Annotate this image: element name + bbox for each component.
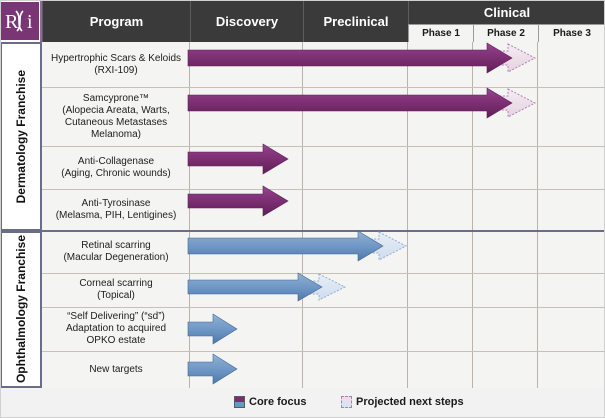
row-divider: [42, 307, 605, 308]
svg-text:i: i: [27, 11, 33, 33]
lane-phase-2: [473, 42, 538, 388]
chart-legend: Core focus Projected next steps: [0, 388, 605, 418]
company-logo: R i: [0, 0, 42, 42]
program-column: [42, 42, 190, 388]
column-header-discovery: Discovery: [190, 0, 303, 42]
program-row-label: Samcyprone™ (Alopecia Areata, Warts, Cut…: [62, 92, 170, 140]
program-row-label: Corneal scarring (Topical): [79, 278, 153, 301]
row-divider: [42, 146, 605, 147]
rxi-logo-icon: R i: [5, 10, 33, 33]
column-header-phase-1: Phase 1: [408, 24, 473, 42]
legend-item-projected: Projected next steps: [341, 393, 464, 411]
column-header-clinical: Clinical: [408, 0, 605, 24]
legend-label-core-focus: Core focus: [249, 396, 307, 408]
franchise-ophthalmology: Ophthalmology Franchise: [0, 231, 42, 388]
franchise-dermatology: Dermatology Franchise: [0, 42, 42, 231]
program-row-label: Anti-Collagenase (Aging, Chronic wounds): [61, 155, 171, 179]
pipeline-grid: Dermatology Franchise Ophthalmology Fran…: [0, 42, 605, 388]
column-header-preclinical: Preclinical: [303, 0, 408, 42]
lane-phase-3: [538, 42, 605, 388]
row-divider: [42, 189, 605, 190]
program-row-label: “Self Delivering” (“sd”) Adaptation to a…: [65, 311, 167, 346]
franchise-ophthalmology-label: Ophthalmology Franchise: [14, 235, 28, 384]
logo-mark: R i: [1, 2, 39, 40]
franchise-dermatology-label: Dermatology Franchise: [14, 69, 28, 204]
program-row-label: Hypertrophic Scars & Keloids (RXI-109): [50, 52, 182, 76]
program-row-label: Anti-Tyrosinase (Melasma, PIH, Lentigine…: [55, 198, 177, 221]
lane-preclinical: [303, 42, 408, 388]
program-row-label: Retinal scarring (Macular Degeneration): [63, 240, 169, 263]
table-header: R i Program Discovery Preclinical Clinic…: [0, 0, 605, 42]
lane-discovery: [190, 42, 303, 388]
column-header-phase-3: Phase 3: [538, 24, 605, 42]
program-row-label: New targets: [89, 363, 143, 375]
core-focus-swatch-icon: [234, 396, 245, 408]
legend-item-core-focus: Core focus: [234, 393, 306, 411]
projected-steps-swatch-icon: [341, 396, 352, 408]
svg-text:R: R: [5, 11, 19, 33]
lane-phase-1: [408, 42, 473, 388]
legend-label-projected: Projected next steps: [356, 396, 464, 408]
row-divider: [42, 351, 605, 352]
column-header-phase-2: Phase 2: [473, 24, 538, 42]
column-header-program: Program: [42, 0, 190, 42]
